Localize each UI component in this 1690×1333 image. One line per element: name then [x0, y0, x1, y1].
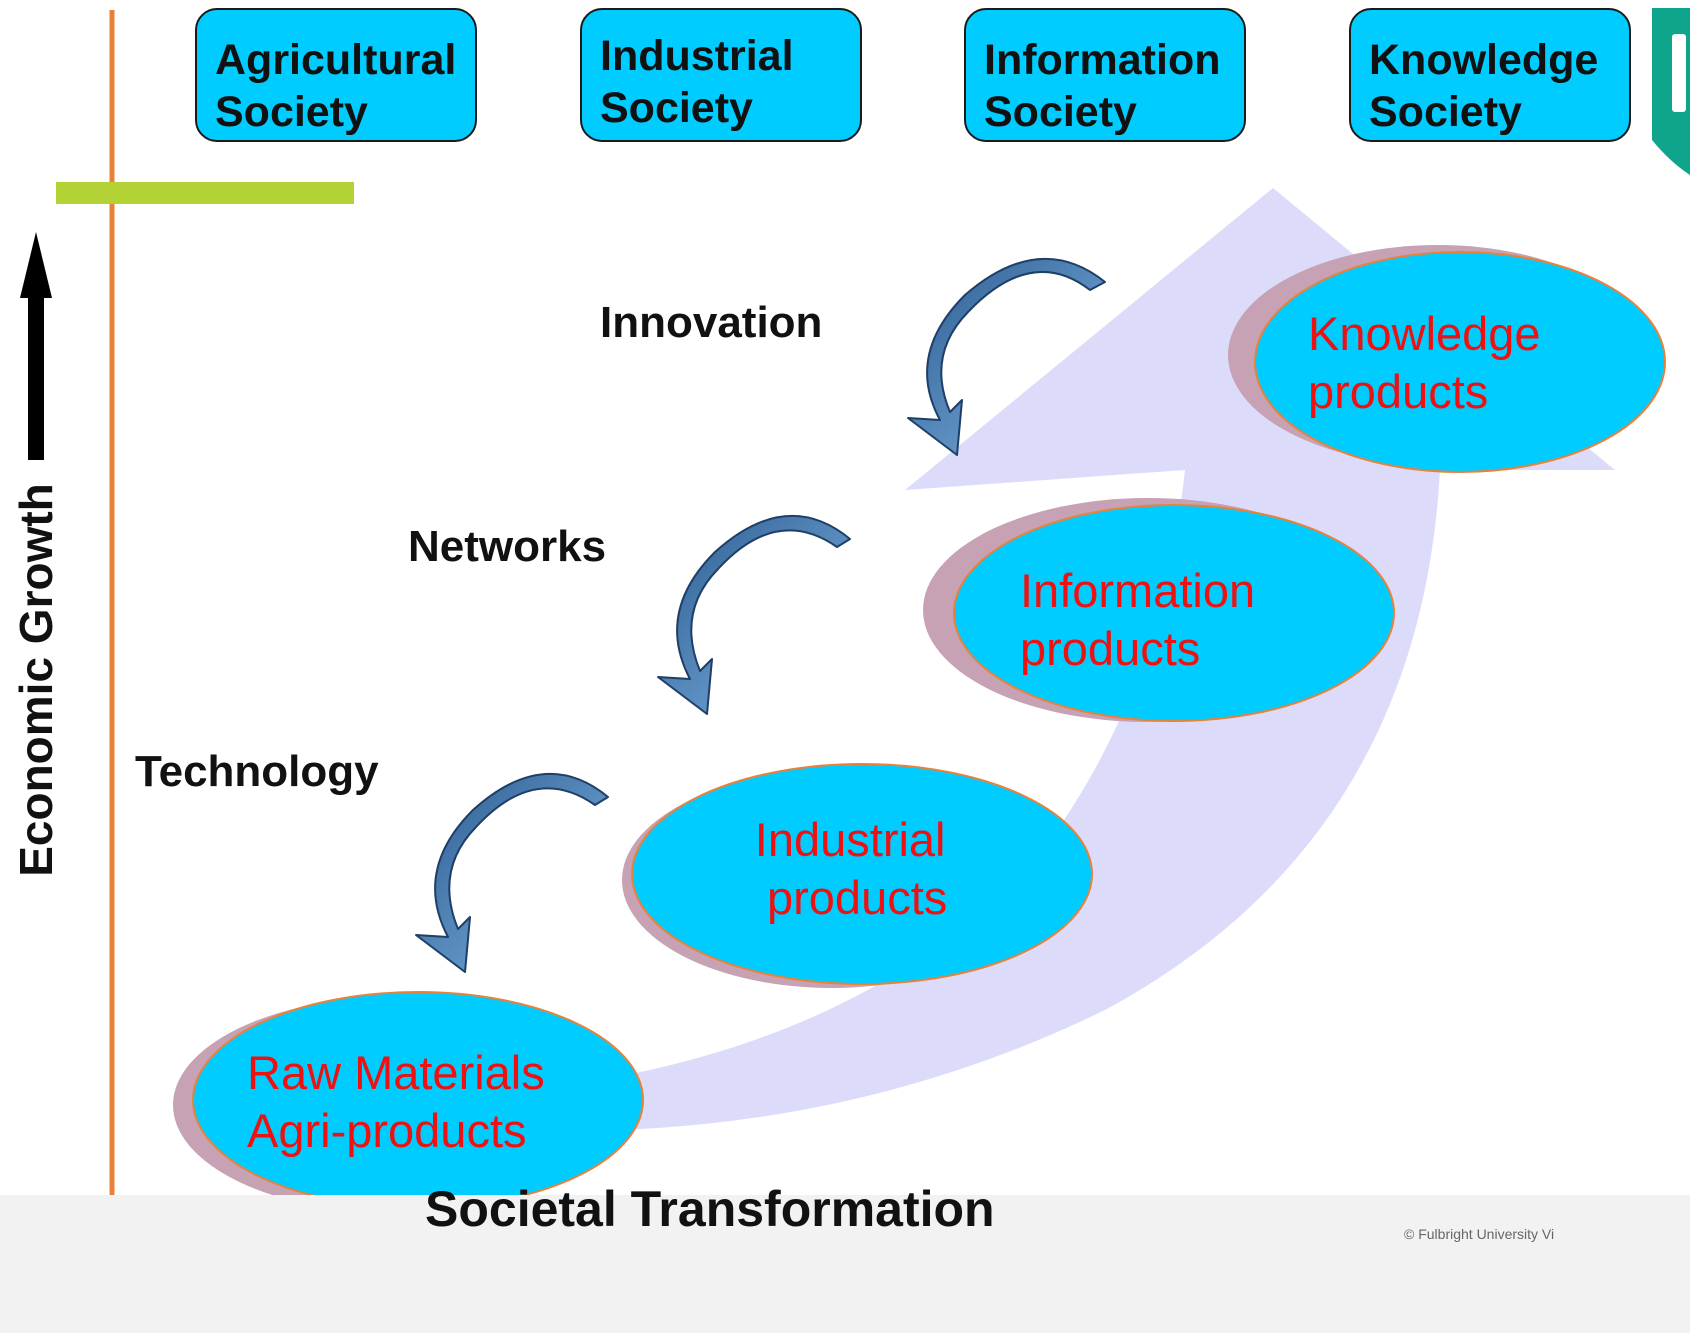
x-axis-label: Societal Transformation [425, 1181, 995, 1237]
society-box-information: Information Society [964, 8, 1246, 142]
product-label-line1: Information [1020, 564, 1256, 617]
curved-arrow-technology-icon [415, 772, 609, 973]
society-label-line2: Society [600, 84, 753, 132]
curved-arrow-innovation-icon [907, 257, 1106, 456]
driver-label-innovation: Innovation [600, 298, 823, 347]
footer-bar [0, 1195, 1690, 1333]
ellipse-industrial [631, 763, 1093, 985]
product-label-line2: products [1308, 365, 1489, 418]
product-label-line2: products [1020, 622, 1201, 675]
driver-label-networks: Networks [408, 522, 607, 571]
ellipse-knowledge [1254, 251, 1666, 473]
society-box-industrial: Industrial Society [580, 8, 862, 142]
product-label-line1: Industrial [754, 813, 946, 866]
society-label-line1: Agricultural [215, 36, 457, 84]
y-axis-label: Economic Growth [10, 483, 62, 877]
curved-arrow-networks-icon [657, 514, 851, 715]
product-label-line1: Raw Materials [247, 1046, 545, 1099]
product-label-line1: Knowledge [1308, 307, 1541, 360]
society-box-knowledge: Knowledge Society [1349, 8, 1631, 142]
society-label-line2: Society [1369, 88, 1522, 136]
y-arrow-head [20, 232, 52, 298]
product-label-line2: Agri-products [247, 1104, 527, 1157]
driver-label-technology: Technology [135, 747, 379, 796]
society-label-line2: Society [215, 88, 368, 136]
society-label-line1: Industrial [600, 32, 794, 80]
product-label-information: Information products [1020, 562, 1255, 678]
society-label-line1: Information [984, 36, 1221, 84]
product-label-knowledge: Knowledge products [1308, 305, 1541, 421]
accent-bar [56, 182, 354, 204]
society-label-line1: Knowledge [1369, 36, 1599, 84]
society-label-line2: Society [984, 88, 1137, 136]
society-box-agricultural: Agricultural Society [195, 8, 477, 142]
product-label-industrial: Industrial products [753, 811, 948, 927]
copyright-text: © Fulbright University Vi [1404, 1226, 1555, 1242]
product-label-line2: products [767, 871, 948, 924]
product-label-raw-materials: Raw Materials Agri-products [247, 1044, 545, 1160]
y-arrow-shaft [28, 295, 44, 460]
ellipse-information [953, 504, 1395, 722]
